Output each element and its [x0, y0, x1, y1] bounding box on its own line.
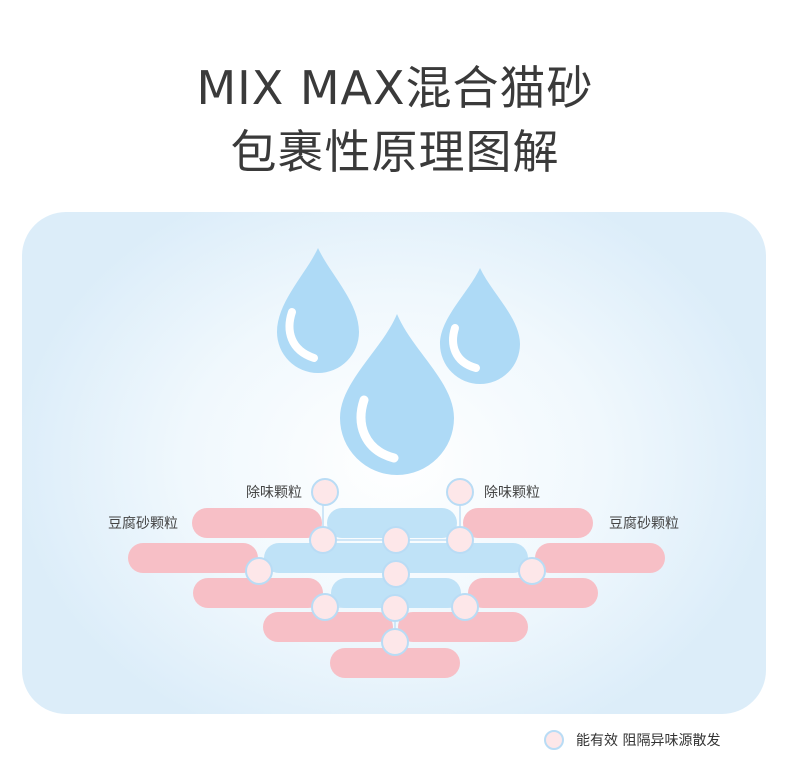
- legend-text: 能有效 阻隔异味源散发: [576, 733, 721, 749]
- diagram-panel: 除味颗粒 除味颗粒 豆腐砂颗粒 豆腐砂颗粒: [22, 212, 766, 714]
- page-title-line1: MIX MAX混合猫砂: [196, 61, 594, 115]
- label-deodor-right: 除味颗粒: [484, 485, 540, 501]
- blue-bar: [327, 508, 457, 538]
- label-deodor-left: 除味颗粒: [246, 485, 302, 501]
- deodor-particle: [311, 478, 339, 506]
- pink-bar: [193, 578, 323, 608]
- legend-particle-icon: [544, 730, 564, 750]
- deodor-particle: [451, 593, 479, 621]
- deodor-particle: [446, 478, 474, 506]
- deodor-particle: [518, 557, 546, 585]
- pink-bar: [192, 508, 322, 538]
- pink-bar: [398, 612, 528, 642]
- blue-bar: [331, 578, 461, 608]
- label-tofu-left: 豆腐砂颗粒: [108, 515, 178, 532]
- deodor-particle: [381, 628, 409, 656]
- pink-bar: [128, 543, 258, 573]
- litter-diagram: 除味颗粒 除味颗粒 豆腐砂颗粒 豆腐砂颗粒: [108, 248, 679, 678]
- label-tofu-right: 豆腐砂颗粒: [609, 515, 679, 532]
- water-drop-icon: [440, 268, 520, 384]
- deodor-particle: [311, 593, 339, 621]
- pink-bar: [535, 543, 665, 573]
- pink-bar: [330, 648, 460, 678]
- deodor-particle: [382, 560, 410, 588]
- water-drop-icon: [340, 314, 454, 475]
- pink-bar: [263, 612, 393, 642]
- page-title-line2: 包裹性原理图解: [230, 125, 560, 179]
- deodor-particle: [381, 594, 409, 622]
- pink-bars: [128, 508, 665, 678]
- deodor-particle: [382, 526, 410, 554]
- deodor-particles: [245, 478, 546, 656]
- deodor-particle: [446, 526, 474, 554]
- pink-bar: [468, 578, 598, 608]
- water-drop-icon: [277, 248, 359, 373]
- deodor-particle: [309, 526, 337, 554]
- pink-bar: [463, 508, 593, 538]
- legend: 能有效 阻隔异味源散发: [544, 728, 720, 752]
- deodor-particle: [245, 557, 273, 585]
